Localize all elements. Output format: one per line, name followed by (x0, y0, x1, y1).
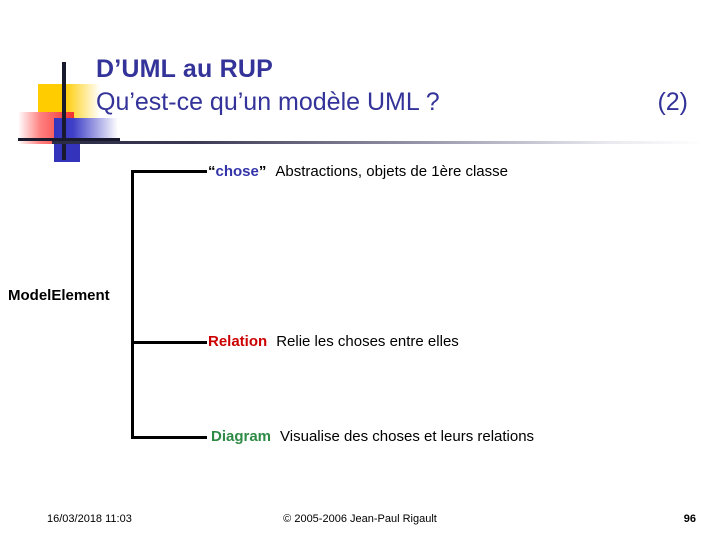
tree-leaf-description: Visualise des choses et leurs relations (280, 428, 535, 445)
tree-root-label: ModelElement (8, 287, 110, 304)
tree-branch-line-2 (131, 341, 207, 344)
tree-branch-line-1 (131, 170, 207, 173)
tree-leaf-term: Relation (208, 333, 268, 350)
slide-footer: 16/03/2018 11:03 © 2005-2006 Jean-Paul R… (0, 513, 720, 535)
logo-vertical-rule (62, 62, 66, 160)
tree-leaf-relation: Relation Relie les choses entre elles (208, 332, 459, 352)
tree-trunk-line (131, 170, 134, 437)
tree-leaf-term: Diagram (211, 428, 272, 445)
logo-horizontal-rule (18, 138, 120, 141)
tree-leaf-description: Relie les choses entre elles (276, 333, 459, 350)
page-subtitle: Qu’est-ce qu’un modèle UML ? (96, 88, 440, 116)
tree-leaf-description: Abstractions, objets de 1ère classe (275, 163, 508, 180)
slide-index-label: (2) (657, 88, 688, 116)
footer-page-number: 96 (683, 513, 696, 525)
title-divider (52, 141, 704, 144)
open-quote-glyph: “ (208, 163, 216, 180)
logo-mark (18, 62, 120, 162)
footer-copyright: © 2005-2006 Jean-Paul Rigault (283, 513, 437, 525)
logo-blue-square (54, 140, 80, 162)
subtitle-row: Qu’est-ce qu’un modèle UML ? (2) (96, 86, 696, 118)
page-title: D’UML au RUP (96, 55, 273, 83)
tree-branch-line-3 (131, 436, 207, 439)
tree-leaf-term: chose (215, 163, 259, 180)
tree-leaf-diagram: Diagram Visualise des choses et leurs rel… (211, 427, 534, 447)
title-block: D’UML au RUP Qu’est-ce qu’un modèle UML … (96, 54, 696, 118)
footer-timestamp: 16/03/2018 11:03 (47, 513, 132, 525)
close-quote-glyph: ” (258, 163, 267, 180)
tree-leaf-chose: “chose” Abstractions, objets de 1ère clas… (208, 162, 508, 182)
